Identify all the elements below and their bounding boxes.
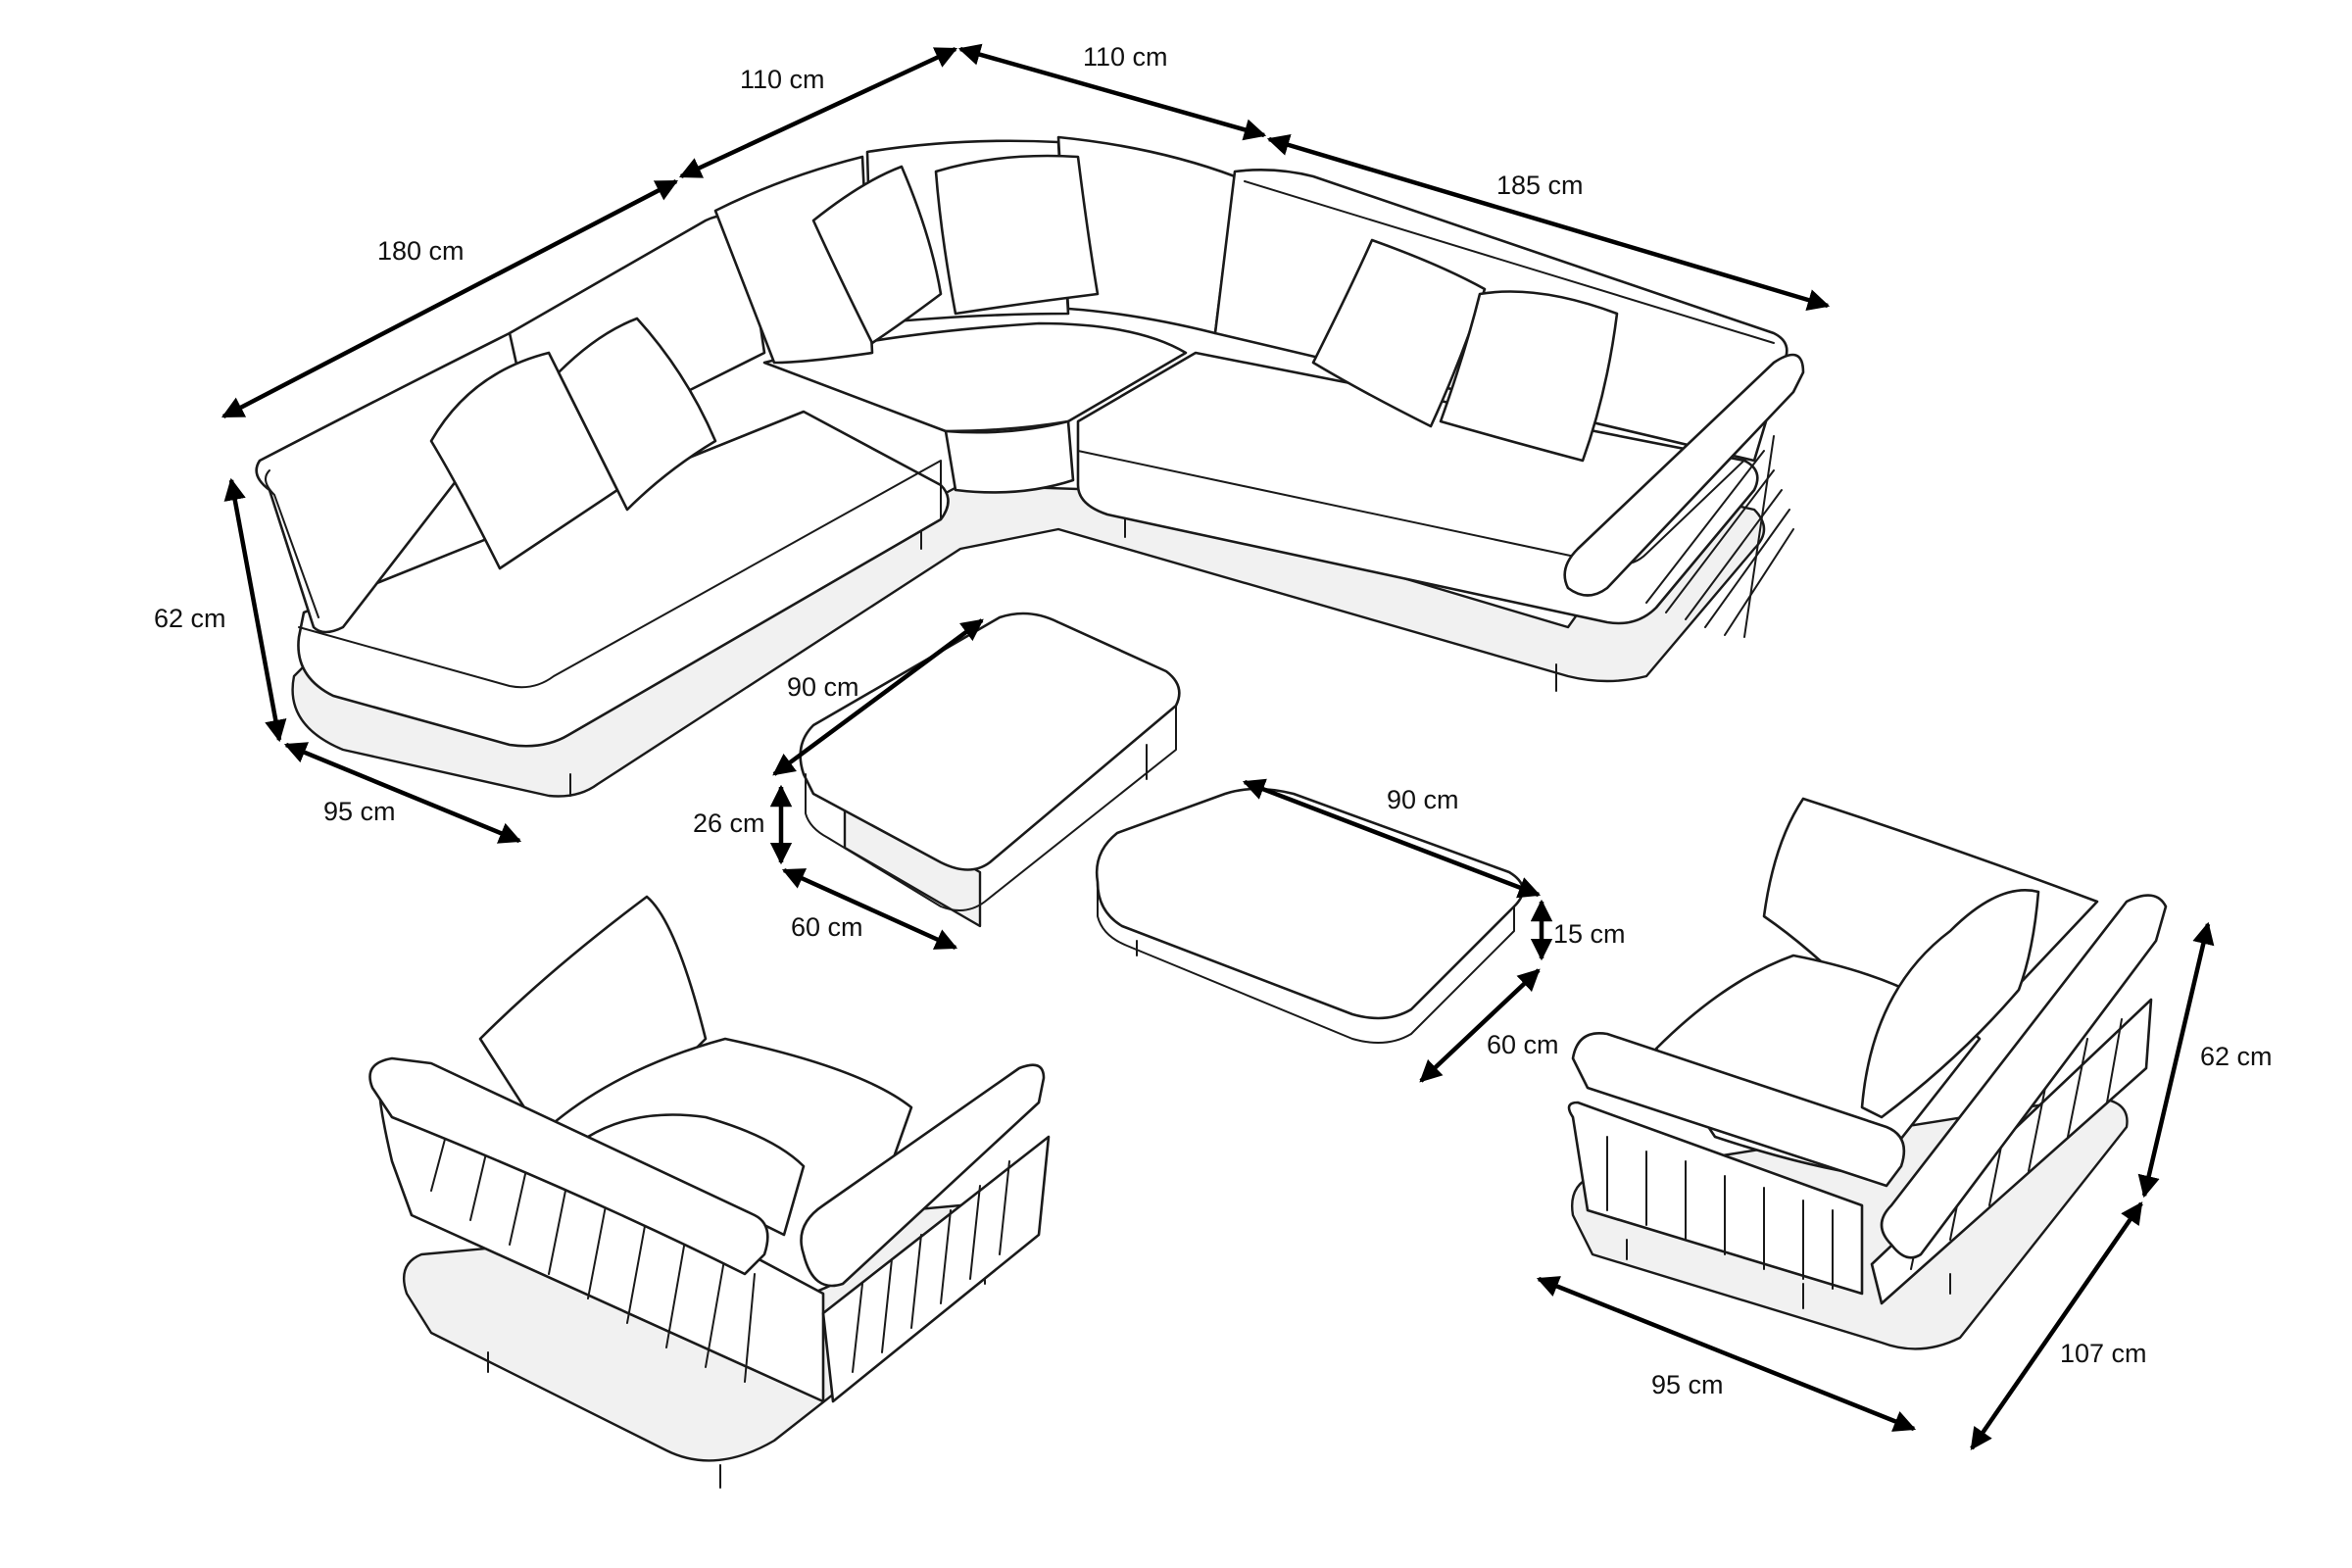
dim-arrow-sectional-corner-right [957,43,1267,141]
label-right-chair-width: 95 cm [1651,1370,1724,1399]
dimension-arrows [221,43,2215,1450]
chair-right-slats [852,1160,1010,1373]
low-table-top [1095,787,1525,1020]
cushion [1860,889,2040,1119]
dim-arrow-sectional-depth [283,742,522,844]
label-right-chair-depth: 107 cm [2060,1339,2147,1368]
dim-arrow-low-table-width [1419,968,1541,1083]
dim-arrow-sectional-corner-left [678,46,958,179]
armchair-right [1567,797,2168,1350]
dim-arrow-right-chair-height [2137,921,2215,1199]
label-tall-table-length: 90 cm [787,672,859,702]
chair-right-arm [821,1135,1051,1403]
sofa-right-armrest-slats [1645,435,1794,638]
label-sectional-height: 62 cm [154,604,226,633]
label-tall-table-height: 26 cm [693,808,765,838]
dim-arrow-low-table-length [1242,778,1542,899]
label-sectional-corner-right: 110 cm [1083,42,1168,72]
chair-front-arm [1567,1101,1864,1296]
sofa-right-armrest [1563,353,1805,597]
dim-arrow-sectional-right-back [1266,134,1831,311]
label-sectional-corner-left: 110 cm [740,65,825,94]
dimension-labels: 180 cm 110 cm 110 cm 185 cm 62 cm 95 cm … [154,42,2273,1399]
dim-arrow-sectional-height [223,477,287,743]
chair-back-cushion [478,895,708,1178]
label-right-chair-height: 62 cm [2200,1042,2273,1071]
label-tall-table-width: 60 cm [791,912,863,942]
chair-left-slats [430,1116,756,1383]
label-sectional-left-back: 180 cm [377,236,465,266]
dim-arrow-right-chair-width [1536,1276,1917,1432]
label-low-table-height: 15 cm [1553,919,1626,949]
dim-arrow-right-chair-depth [1970,1201,2143,1450]
label-sectional-right-back: 185 cm [1496,171,1584,200]
cushion [934,154,1100,316]
label-sectional-depth: 95 cm [323,797,396,826]
dim-arrow-tall-table-width [781,867,958,951]
label-low-table-length: 90 cm [1387,785,1459,814]
dim-arrow-sectional-left-back [221,179,678,418]
coffee-table-low [1095,787,1525,1044]
chair-front-slats [1606,1136,1834,1290]
sofa-left-seat [297,410,950,748]
label-low-table-width: 60 cm [1487,1030,1559,1059]
armchair-left [368,895,1051,1489]
dim-arrow-tall-table-length [772,618,984,776]
